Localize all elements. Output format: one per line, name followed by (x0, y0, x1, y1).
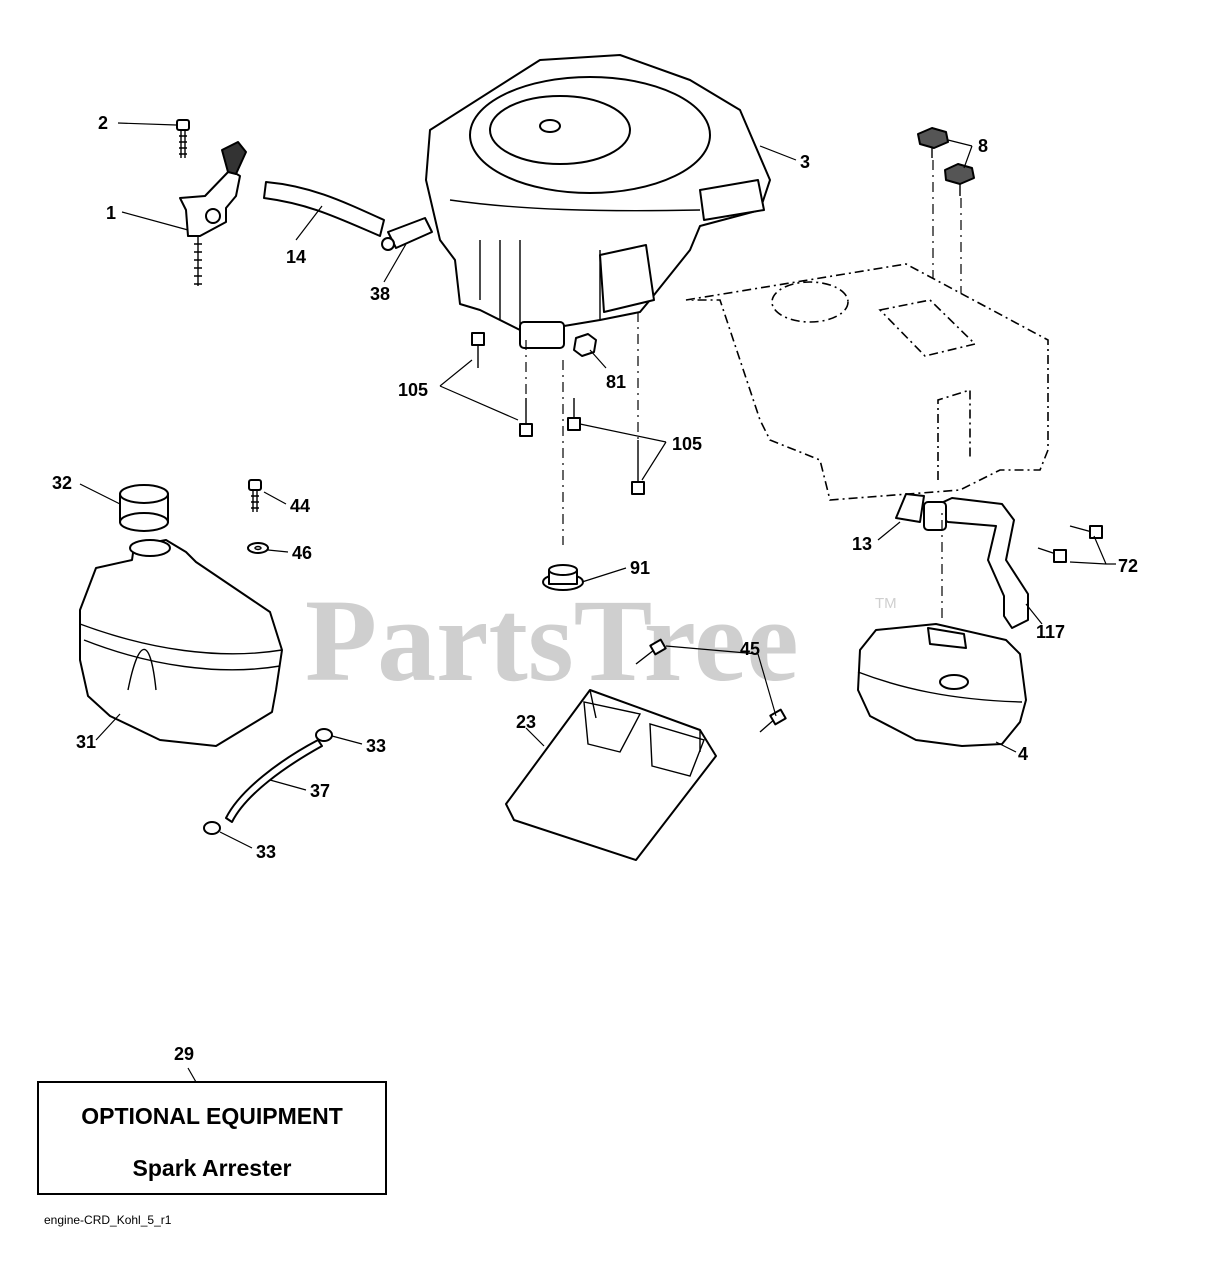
callout-14: 14 (286, 247, 306, 267)
bolt-part-105b (519, 398, 533, 437)
callout-23: 23 (516, 712, 536, 732)
bolt-part-105d (631, 440, 645, 495)
callout-46: 46 (292, 543, 312, 563)
callout-13: 13 (852, 534, 872, 554)
washer-part-46 (247, 542, 269, 554)
bolt-part-105c (567, 398, 581, 431)
hose-clamp-part-33b (203, 821, 221, 835)
callout-1: 1 (106, 203, 116, 223)
fuel-fitting-part (381, 217, 433, 251)
note-heading: OPTIONAL EQUIPMENT (81, 1103, 343, 1129)
optional-equipment-note: OPTIONAL EQUIPMENT Spark Arrester (37, 1081, 387, 1195)
callout-33-lower: 33 (256, 842, 276, 862)
callout-31: 31 (76, 732, 96, 752)
screw-part-44 (248, 479, 262, 512)
callout-8: 8 (978, 136, 988, 156)
callout-72: 72 (1118, 556, 1138, 576)
knob-part-8a (917, 127, 949, 158)
hose-clamp-part-33a (315, 728, 333, 742)
note-item: Spark Arrester (132, 1155, 292, 1181)
callout-44: 44 (290, 496, 310, 516)
knob-part-8b (944, 163, 975, 196)
gasket-part (895, 493, 925, 523)
callout-117: 117 (1036, 622, 1065, 642)
fuel-tank-part (79, 539, 283, 747)
bolt-part-45a (635, 638, 667, 665)
watermark-brand: PartsTree (305, 575, 799, 706)
screw-part-2 (176, 119, 190, 158)
bolt-part-45b (759, 708, 787, 733)
bolt-part-72a (1069, 525, 1103, 539)
callout-105-right: 105 (672, 434, 702, 454)
fuel-line-part (263, 181, 385, 237)
fuel-line-part-37 (225, 739, 323, 823)
callout-45: 45 (740, 639, 760, 659)
fuel-cap-part (119, 484, 169, 532)
callout-91: 91 (630, 558, 650, 578)
watermark-tm: TM (875, 595, 897, 612)
tractor-frame (685, 263, 1049, 501)
callout-2: 2 (98, 113, 108, 133)
callout-29: 29 (174, 1044, 194, 1064)
callout-105-left: 105 (398, 380, 428, 400)
callout-4: 4 (1018, 744, 1028, 764)
callout-33-upper: 33 (366, 736, 386, 756)
callout-38: 38 (370, 284, 390, 304)
callout-32: 32 (52, 473, 72, 493)
diagram-code: engine-CRD_Kohl_5_r1 (44, 1213, 172, 1227)
bushing-part (542, 564, 584, 591)
callout-81: 81 (606, 372, 626, 392)
muffler-part (857, 623, 1027, 747)
bolt-part-105a (471, 332, 485, 368)
callout-3: 3 (800, 152, 810, 172)
bolt-part-72b (1037, 547, 1067, 563)
throttle-control-part (179, 141, 247, 286)
heat-shield-part (505, 689, 717, 861)
engine-part (425, 54, 771, 349)
callout-37: 37 (310, 781, 330, 801)
exhaust-pipe-part (923, 497, 1029, 629)
